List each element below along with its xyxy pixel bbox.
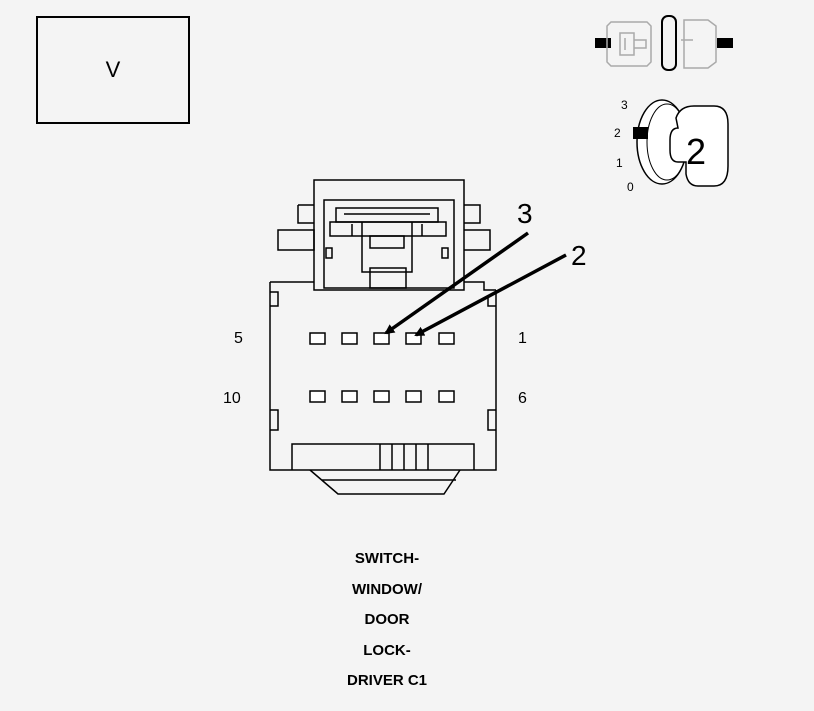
- ignition-position-2: 2: [614, 126, 621, 140]
- pin-2: [405, 332, 422, 345]
- disconnect-symbol-icon: [595, 15, 733, 71]
- caption-line: SWITCH-: [354, 550, 420, 567]
- ignition-selected-position: 2: [686, 131, 707, 172]
- pin-4: [341, 332, 358, 345]
- pin-7: [405, 390, 422, 403]
- probe-callout-2: 2: [571, 240, 587, 271]
- probe-arrow-3: [384, 231, 530, 335]
- connector-body: [269, 179, 497, 495]
- pin-3: [373, 332, 390, 345]
- ignition-key-icon: [633, 99, 729, 187]
- pin-6: [438, 390, 455, 403]
- connector-caption: SWITCH- WINDOW/ DOOR LOCK- DRIVER C1: [287, 544, 487, 697]
- pin-label-10: 10: [223, 390, 241, 407]
- pin-10: [309, 390, 326, 403]
- meter-mode-box: V: [36, 16, 190, 124]
- meter-mode-label: V: [105, 57, 121, 82]
- pin-1: [438, 332, 455, 345]
- caption-line: WINDOW/: [352, 580, 422, 598]
- pin-label-6: 6: [518, 390, 527, 407]
- pin-row-top: [309, 332, 455, 345]
- caption-line: LOCK-: [363, 641, 411, 659]
- ignition-position-3: 3: [621, 98, 628, 112]
- ignition-position-0: 0: [627, 180, 634, 194]
- pin-label-1: 1: [518, 330, 527, 347]
- pin-8: [373, 390, 390, 403]
- pin-9: [341, 390, 358, 403]
- caption-line: DOOR: [364, 611, 410, 628]
- probe-callout-3: 3: [517, 198, 533, 229]
- pin-label-5: 5: [234, 330, 243, 347]
- caption-line: DRIVER C1: [346, 672, 428, 689]
- probe-arrow-2: [414, 253, 567, 337]
- pin-5: [309, 332, 326, 345]
- pin-row-bottom: [309, 390, 455, 403]
- ignition-position-1: 1: [616, 156, 623, 170]
